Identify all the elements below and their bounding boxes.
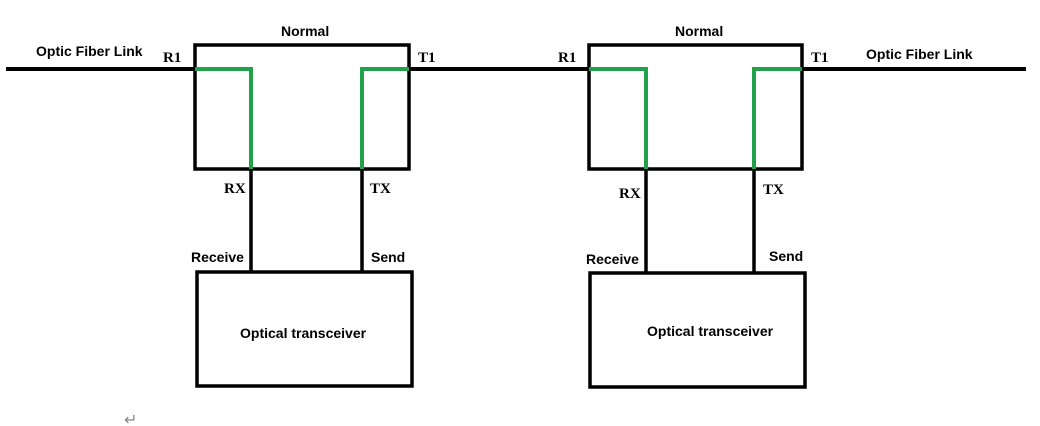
optical-transceiver-box — [588, 271, 807, 389]
bypass-switch-box — [193, 43, 411, 171]
port-out-label: T1 — [418, 50, 436, 66]
send-label: Send — [769, 248, 803, 264]
port-in-label: R1 — [558, 50, 576, 66]
unit-title: Normal — [281, 23, 329, 39]
receive-label: Receive — [586, 251, 639, 267]
send-label: Send — [371, 249, 405, 265]
rx-path — [589, 67, 648, 169]
rx-path — [195, 67, 253, 169]
unit-title: Normal — [675, 23, 723, 39]
transceiver-label: Optical transceiver — [240, 325, 367, 341]
optical-transceiver-box — [195, 270, 414, 388]
fiber-link-label-right: Optic Fiber Link — [866, 46, 973, 62]
rx-label: RX — [619, 186, 641, 202]
tx-path — [752, 67, 802, 169]
port-out-label: T1 — [811, 50, 829, 66]
port-in-label: R1 — [163, 50, 181, 66]
bypass-unit-1: Normal R1 T1 RX TX Receive Send Optical … — [163, 23, 436, 388]
return-mark-icon: ↵ — [124, 410, 137, 426]
receive-label: Receive — [191, 249, 244, 265]
bypass-unit-2: Normal R1 T1 RX TX Receive Send Optical … — [558, 23, 829, 389]
tx-path — [360, 67, 409, 169]
tx-label: TX — [763, 182, 784, 198]
fiber-link-label-left: Optic Fiber Link — [36, 43, 143, 59]
bypass-switch-box — [587, 43, 804, 171]
rx-label: RX — [224, 181, 246, 197]
transceiver-label: Optical transceiver — [647, 323, 774, 339]
tx-label: TX — [370, 181, 391, 197]
